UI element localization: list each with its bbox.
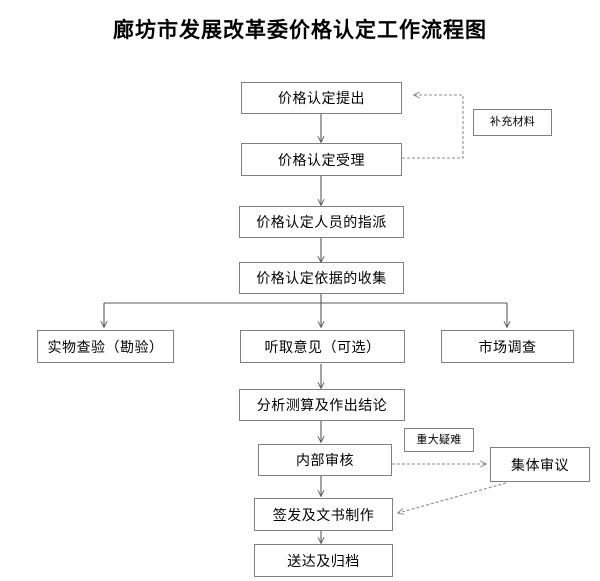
connector-feedback-supplement <box>402 95 464 159</box>
node-price-determination-acceptance[interactable]: 价格认定受理 <box>241 143 402 176</box>
node-delivery-and-archiving[interactable]: 送达及归档 <box>254 544 393 577</box>
node-supplementary-materials[interactable]: 补充材料 <box>473 109 552 136</box>
node-label: 听取意见（可选） <box>264 338 381 355</box>
node-label: 价格认定受理 <box>278 151 365 168</box>
node-label: 价格认定依据的收集 <box>256 270 387 286</box>
connector-collective-review-to-issuance <box>398 482 507 513</box>
node-physical-inspection[interactable]: 实物查验（勘验） <box>37 330 174 363</box>
node-price-determination-proposal[interactable]: 价格认定提出 <box>241 82 402 114</box>
node-issuance-and-document-preparation[interactable]: 签发及文书制作 <box>254 498 393 531</box>
node-label: 集体审议 <box>511 456 569 473</box>
node-hearing-opinions[interactable]: 听取意见（可选） <box>240 330 405 363</box>
node-label: 市场调查 <box>478 338 537 355</box>
node-label: 送达及归档 <box>287 552 360 569</box>
node-market-survey[interactable]: 市场调查 <box>441 330 574 363</box>
node-label: 实物查验（勘验） <box>47 338 164 355</box>
node-internal-review[interactable]: 内部审核 <box>258 444 392 476</box>
node-collective-review[interactable]: 集体审议 <box>490 447 590 482</box>
node-label: 重大疑难 <box>416 433 462 446</box>
node-label: 内部审核 <box>296 452 354 468</box>
node-major-difficulty-label[interactable]: 重大疑难 <box>404 428 474 452</box>
node-evidence-collection[interactable]: 价格认定依据的收集 <box>239 262 404 294</box>
node-label: 价格认定人员的指派 <box>256 214 387 230</box>
node-label: 补充材料 <box>489 116 536 128</box>
node-personnel-assignment[interactable]: 价格认定人员的指派 <box>239 206 404 238</box>
node-analysis-and-conclusion[interactable]: 分析测算及作出结论 <box>239 389 405 421</box>
page-title: 廊坊市发展改革委价格认定工作流程图 <box>113 18 487 42</box>
node-label: 签发及文书制作 <box>272 506 375 523</box>
node-label: 价格认定提出 <box>278 90 365 106</box>
node-label: 分析测算及作出结论 <box>256 397 388 413</box>
